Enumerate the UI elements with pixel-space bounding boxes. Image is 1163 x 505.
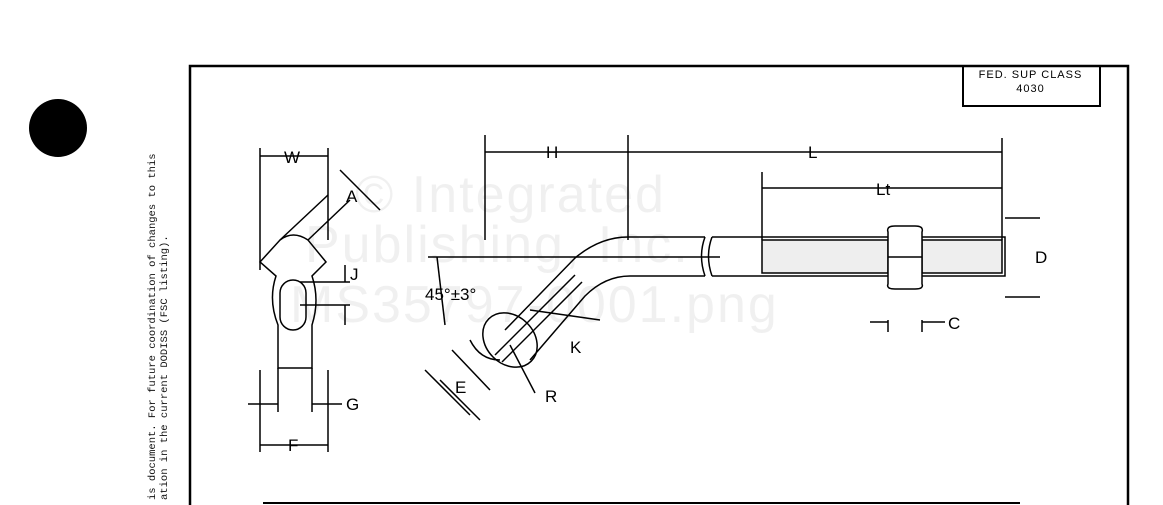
class-box [962, 66, 1101, 107]
dim-j: J [350, 265, 359, 284]
dim-e: E [455, 378, 466, 397]
dim-f: F [288, 436, 298, 455]
dim-k: K [570, 338, 582, 357]
watermark-line-2: Publishing, Inc. [305, 216, 690, 274]
punch-hole [29, 99, 87, 157]
dim-w: W [284, 148, 300, 167]
dim-a: A [346, 187, 358, 206]
bolt-side-view [424, 135, 1040, 421]
watermark-line-1: © Integrated [355, 166, 666, 224]
dim-d: D [1035, 248, 1047, 267]
dim-h: H [546, 143, 558, 162]
fed-sup-class-box: FED. SUP CLASS 4030 [963, 68, 1098, 96]
dimension-labels: W A J G F H L Lt D C K E R 45°±3° [284, 143, 1047, 455]
end-view [248, 148, 381, 452]
dim-g: G [346, 395, 359, 414]
fed-sup-class-label: FED. SUP CLASS [978, 69, 1083, 81]
dim-angle: 45°±3° [425, 285, 476, 304]
dim-l: L [808, 143, 817, 162]
fed-sup-class-value: 4030 [1016, 83, 1045, 95]
dim-c: C [948, 314, 960, 333]
dim-lt: Lt [876, 180, 890, 199]
drawing-border [188, 64, 1130, 505]
watermark-line-3: MS35797-0001.png [290, 276, 779, 334]
dim-r: R [545, 387, 557, 406]
